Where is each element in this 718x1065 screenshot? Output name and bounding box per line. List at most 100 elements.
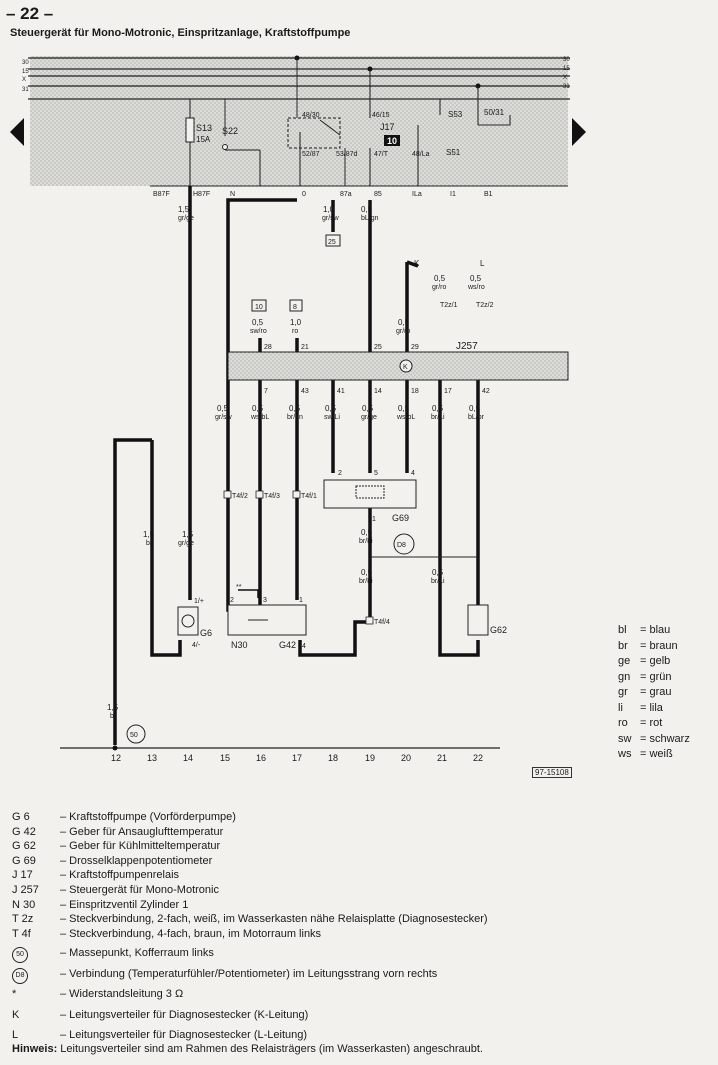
j257-pin-29: 29 <box>411 344 419 351</box>
legend-name: = blau <box>640 624 671 636</box>
ground-junction-dot <box>112 745 118 751</box>
n30-pin-2: 2 <box>230 597 234 604</box>
connector-pin-h87f: H87F <box>193 191 210 198</box>
g69-pin-4: 4 <box>411 470 415 477</box>
j257-pin-7: 7 <box>264 388 268 395</box>
l-line-label: L <box>480 259 485 268</box>
bus-label-right-x: X <box>563 75 567 81</box>
connector-pin-n: N <box>230 191 235 198</box>
wire-label-grsw-color: gr/sw <box>322 215 340 222</box>
wire-label-brli-b-color: br/Li <box>359 578 373 585</box>
legend-name: = grau <box>640 686 672 698</box>
g69-pin-2: 2 <box>338 470 342 477</box>
n30-label: N30 <box>231 640 248 650</box>
legend-row: bl= blau <box>618 623 690 639</box>
j257-label: J257 <box>456 341 478 352</box>
g69-symbol <box>355 485 385 499</box>
g69-label: G69 <box>392 513 409 523</box>
wire-label-brli-b-size: 0,5 <box>361 568 373 577</box>
wire-label-ro-color: ro <box>292 328 298 335</box>
wire-label-wsbl-a-color: ws/bL <box>250 414 269 421</box>
symbol-list: 50– Massepunkt, Kofferraum links D8– Ver… <box>12 943 437 1046</box>
component-list: G 6– Kraftstoffpumpe (Vorförderpumpe) G … <box>12 810 488 941</box>
thick-wires <box>113 186 480 745</box>
previous-page-arrow[interactable] <box>10 118 24 146</box>
wiring-diagram: 30 15 X 31 30 15 X 31 10 S13 15A S22 48/… <box>22 55 570 763</box>
ref-box-25-label: 25 <box>328 239 336 246</box>
bus-label-left-30: 30 <box>22 60 29 66</box>
column-12: 12 <box>111 753 121 763</box>
n30-resistor-wire <box>238 589 259 598</box>
wire-label-br-15-color: br <box>146 540 153 547</box>
relay-pin-48-30: 48/30 <box>302 112 320 119</box>
wire-label-brli-size: 0,5 <box>432 404 444 413</box>
component-desc: – Drosselklappenpotentiometer <box>60 854 213 867</box>
ref-box-10 <box>251 299 267 312</box>
component-row: G 62– Geber für Kühlmitteltemperatur <box>12 839 488 854</box>
next-page-arrow[interactable] <box>572 118 586 146</box>
connector-pin-0: 0 <box>302 191 306 198</box>
wire-label-brli-color: br/Li <box>431 414 445 421</box>
connector-pin-85: 85 <box>374 191 382 198</box>
wire-label-blbr-color: bL/br <box>468 414 485 421</box>
connector-pin-i1: I1 <box>450 191 456 198</box>
symbol-row: D8– Verbindung (Temperaturfühler/Potenti… <box>12 964 437 985</box>
wire-label-wsro-l-size: 0,5 <box>470 274 482 283</box>
wire-label-br-15-size: 1,5 <box>143 530 155 539</box>
fuse-s22-label: S22 <box>222 126 238 136</box>
relay-pin-46-15: 46/15 <box>372 112 390 119</box>
j257-pin-14: 14 <box>374 388 382 395</box>
column-19: 19 <box>365 753 375 763</box>
column-16: 16 <box>256 753 266 763</box>
page-title: Steuergerät für Mono-Motronic, Einspritz… <box>10 27 351 39</box>
wire-label-blbr-size: 0,5 <box>469 404 481 413</box>
connection-circle-icon: D8 <box>12 967 28 984</box>
wire-label-wsbl-b-color: ws/bL <box>396 414 415 421</box>
symbol-desc: – Widerstandsleitung 3 Ω <box>60 988 184 1000</box>
column-18: 18 <box>328 753 338 763</box>
legend-name: = grün <box>640 670 672 683</box>
legend-code: gn <box>618 670 631 683</box>
wire-label-grsw-b-size: 0,5 <box>217 404 229 413</box>
wire-label-grro-29-color: gr/ro <box>396 328 411 335</box>
wire-label-wsbl-a-size: 0,5 <box>252 404 264 413</box>
component-desc: – Einspritzventil Zylinder 1 <box>60 898 189 911</box>
legend-row: ge= gelb <box>618 654 690 670</box>
d8-connection-symbol <box>393 533 415 555</box>
component-code: N 30 <box>12 898 36 911</box>
legend-code: sw <box>618 732 632 745</box>
symbol-row: * – Widerstandsleitung 3 Ω <box>12 984 437 1005</box>
bus-label-right-31: 31 <box>563 84 570 90</box>
column-17: 17 <box>292 753 302 763</box>
wire-label-blgn-color: bL/gn <box>361 215 379 222</box>
ref-box-8-label: 8 <box>293 304 297 311</box>
legend-row: gn = grün <box>618 670 690 686</box>
relay-internal-wiring <box>185 58 511 186</box>
wire-label-brli-a-color: br/Li <box>359 538 373 545</box>
relay-pin-47-t: 47/T <box>374 151 389 158</box>
resistor-star-mark: ** <box>236 584 242 591</box>
wire-label-brgn-size: 0,5 <box>289 404 301 413</box>
page-number: – 22 – <box>6 4 54 23</box>
legend-row: ro= rot <box>618 716 690 732</box>
legend-code: ws <box>618 748 632 760</box>
color-legend: bl= blau br= braun ge= gelb gn= grün gr=… <box>618 623 690 763</box>
j257-k-symbol <box>399 359 413 373</box>
ref-box-8 <box>289 299 303 312</box>
wire-label-ground-color: br <box>110 713 117 720</box>
wire-label-ro-size: 1,0 <box>290 318 302 327</box>
g42-pin-1: 1 <box>299 597 303 604</box>
drawing-number: 97-15108 <box>532 767 572 778</box>
symbol-code: * <box>12 988 17 1000</box>
legend-row: ws= weiß <box>618 747 690 763</box>
legend-name: = braun <box>640 639 678 652</box>
g69-throttle-potentiometer <box>323 479 417 509</box>
component-code: T 4f <box>12 927 31 940</box>
wire-label-grge-b-size: 0,5 <box>362 404 374 413</box>
component-desc: – Kraftstoffpumpe (Vorförderpumpe) <box>60 811 236 823</box>
legend-row: gr= grau <box>618 685 690 701</box>
symbol-code: L <box>12 1029 19 1041</box>
component-desc: – Steckverbindung, 2-fach, weiß, im Wass… <box>60 913 488 926</box>
column-13: 13 <box>147 753 157 763</box>
column-15: 15 <box>220 753 230 763</box>
